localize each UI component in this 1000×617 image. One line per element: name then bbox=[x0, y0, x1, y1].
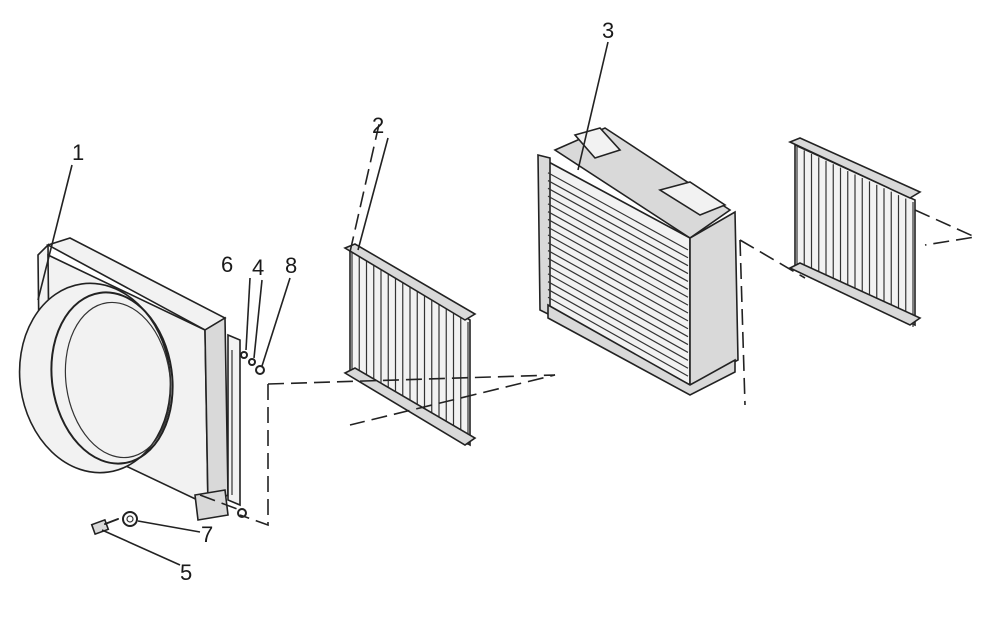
hatch-line bbox=[547, 195, 689, 275]
hatch-line bbox=[547, 296, 689, 377]
hatch-line bbox=[547, 187, 689, 267]
callout-7: 7 bbox=[201, 522, 213, 547]
hatch-line bbox=[547, 265, 689, 346]
hatch-line bbox=[547, 288, 689, 369]
callout-2: 2 bbox=[372, 113, 384, 138]
right-screen bbox=[787, 137, 922, 327]
hatch-line bbox=[547, 273, 689, 353]
callout-4: 4 bbox=[252, 255, 264, 280]
hatch-line bbox=[547, 242, 689, 322]
hatch-line bbox=[547, 218, 689, 298]
part-3-radiator bbox=[537, 127, 739, 396]
hatch-line bbox=[547, 257, 689, 338]
hatch-line bbox=[547, 281, 689, 361]
hatch-line bbox=[547, 234, 689, 314]
callout-8: 8 bbox=[285, 253, 297, 278]
callout-labels: 1 2 3 4 5 6 7 8 bbox=[72, 18, 614, 585]
callout-5: 5 bbox=[180, 560, 192, 585]
part-2-screen bbox=[343, 243, 477, 447]
part-1-fan-shroud bbox=[18, 237, 241, 521]
hatch-line bbox=[547, 180, 689, 259]
callout-3: 3 bbox=[602, 18, 614, 43]
alignment-lines bbox=[199, 119, 978, 527]
hatch-line bbox=[547, 250, 689, 330]
hatch-line bbox=[547, 172, 689, 251]
callout-6: 6 bbox=[221, 252, 233, 277]
hatch-line bbox=[547, 226, 689, 306]
leader-lines bbox=[37, 41, 609, 566]
hatch-line bbox=[547, 211, 689, 290]
hatch-line bbox=[547, 203, 689, 282]
callout-1: 1 bbox=[72, 140, 84, 165]
